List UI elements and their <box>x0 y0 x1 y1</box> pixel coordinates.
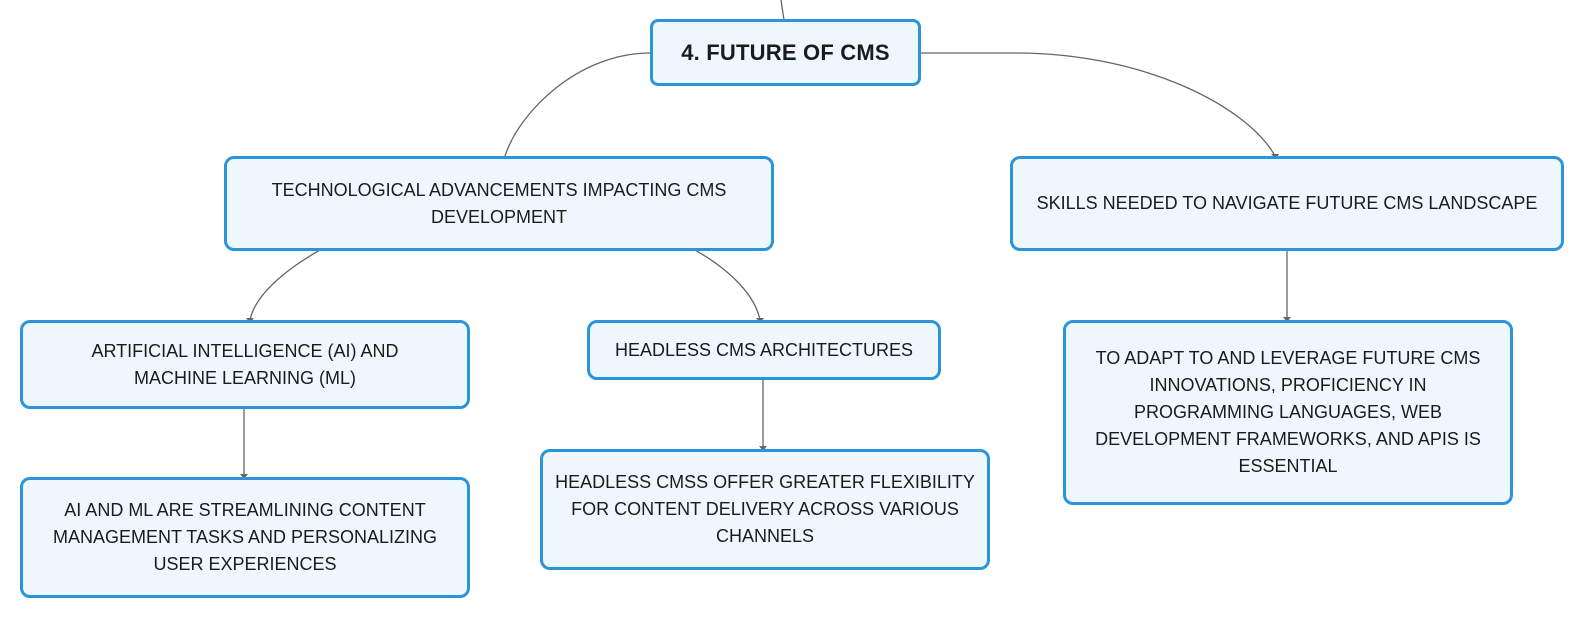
root-node[interactable]: 4. FUTURE OF CMS <box>650 19 921 86</box>
detail-node-label: HEADLESS CMSS OFFER GREATER FLEXIBILITY … <box>555 472 975 546</box>
detail-node-label: TO ADAPT TO AND LEVERAGE FUTURE CMS INNO… <box>1095 348 1481 476</box>
detail-node-label: AI AND ML ARE STREAMLINING CONTENT MANAG… <box>52 500 438 574</box>
branch-node-technological-advancements[interactable]: TECHNOLOGICAL ADVANCEMENTS IMPACTING CMS… <box>224 156 774 251</box>
connector-parent-to-root <box>780 0 785 21</box>
branch-node-label: TECHNOLOGICAL ADVANCEMENTS IMPACTING CMS… <box>271 179 727 227</box>
connector-root-to-tech <box>504 52 651 157</box>
branch-node-label: SKILLS NEEDED TO NAVIGATE FUTURE CMS LAN… <box>1036 193 1538 213</box>
connector-root-to-skills <box>920 52 1276 157</box>
connector-tech-to-headless <box>694 249 761 321</box>
detail-node-skills[interactable]: TO ADAPT TO AND LEVERAGE FUTURE CMS INNO… <box>1063 320 1513 505</box>
topic-node-ai-ml[interactable]: ARTIFICIAL INTELLIGENCE (AI) AND MACHINE… <box>20 320 470 409</box>
topic-node-label: HEADLESS CMS ARCHITECTURES <box>614 339 914 360</box>
topic-node-label: ARTIFICIAL INTELLIGENCE (AI) AND MACHINE… <box>91 340 399 388</box>
connector-tech-to-ai <box>249 249 321 321</box>
root-node-label: 4. FUTURE OF CMS <box>681 40 890 65</box>
detail-node-headless-cms[interactable]: HEADLESS CMSS OFFER GREATER FLEXIBILITY … <box>540 449 990 570</box>
detail-node-ai-ml[interactable]: AI AND ML ARE STREAMLINING CONTENT MANAG… <box>20 477 470 598</box>
topic-node-headless-cms[interactable]: HEADLESS CMS ARCHITECTURES <box>587 320 941 380</box>
branch-node-skills-needed[interactable]: SKILLS NEEDED TO NAVIGATE FUTURE CMS LAN… <box>1010 156 1564 251</box>
